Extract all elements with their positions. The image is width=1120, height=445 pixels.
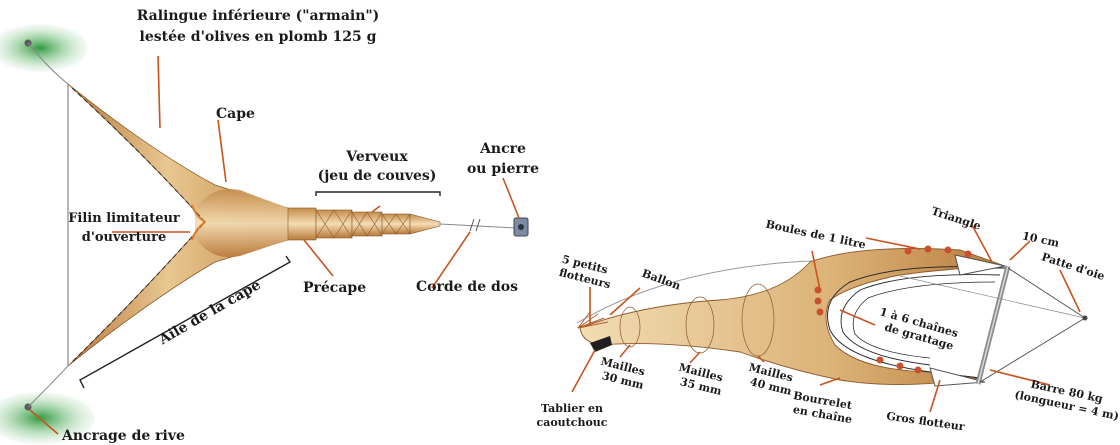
label-filin-line2: d'ouverture [82,230,166,245]
label-verveux-line2: (jeu de couves) [318,168,437,184]
right-trawl-diagram: Triangle Boules de 1 litre 10 cm Patte d… [537,205,1120,434]
precape [288,208,316,240]
label-boules: Boules de 1 litre [764,218,867,252]
label-patte-doie: Patte d'oie [1040,250,1106,283]
label-ralingue-line2: lestée d'olives en plomb 125 g [140,29,377,45]
label-corde-de-dos: Corde de dos [416,279,518,295]
label-cape: Cape [216,106,255,122]
label-tablier-line2: caoutchouc [537,416,608,429]
shore-top [0,24,88,72]
label-ancre-line2: ou pierre [467,161,539,177]
left-net-diagram: Ralingue inférieure ("armain") lestée d'… [0,8,539,444]
bridle-ring-icon [1083,316,1088,321]
cape-body [195,189,288,257]
label-ralingue-line1: Ralingue inférieure ("armain") [137,8,380,24]
label-precape: Précape [303,280,366,296]
label-tablier-line1: Tablier en [541,402,603,415]
label-ancrage-de-rive: Ancrage de rive [61,428,185,444]
label-filin-line1: Filin limitateur [68,211,180,226]
label-triangle: Triangle [930,205,983,233]
anchor-icon [514,218,528,236]
label-10cm: 10 cm [1021,229,1061,250]
label-ballon: Ballon [640,267,682,293]
label-ancre-line1: Ancre [479,141,526,157]
verveux-sections [316,210,440,238]
label-gros-flotteur: Gros flotteur [886,410,966,434]
label-verveux-line1: Verveux [345,149,408,165]
